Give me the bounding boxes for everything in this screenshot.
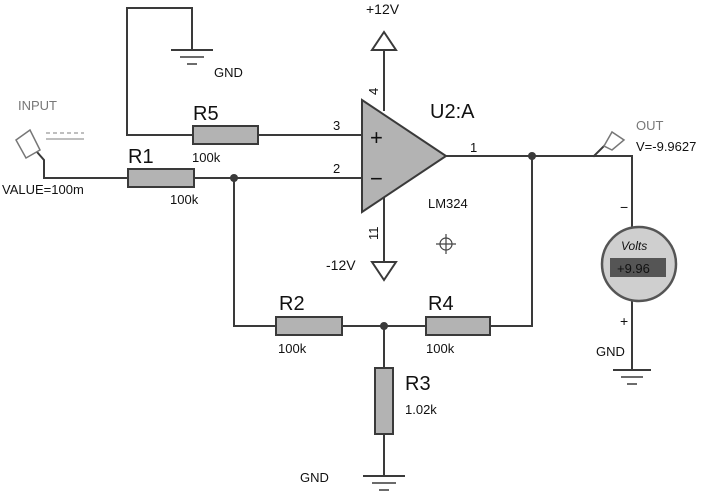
- origin-crosshair-icon: [436, 234, 456, 254]
- supply-positive-terminal[interactable]: +12V: [366, 1, 400, 51]
- voltmeter-reading: +9.96: [617, 261, 650, 276]
- wire-r5-left: [126, 7, 194, 136]
- input-value: VALUE=100m: [2, 182, 84, 197]
- wire-node-to-r2: [233, 177, 277, 327]
- supply-negative-label: -12V: [326, 257, 356, 273]
- input-title: INPUT: [18, 98, 57, 113]
- output-value: V=-9.9627: [636, 139, 696, 154]
- op-amp-plus-sign: +: [370, 125, 383, 150]
- junction-dot-output: [528, 152, 536, 160]
- ground-label-meter: GND: [596, 344, 625, 359]
- ground-icon-meter: [613, 369, 651, 385]
- pin-label-1: 1: [470, 140, 477, 155]
- ground-icon-top: [171, 49, 213, 65]
- op-amp-reference: U2:A: [430, 101, 475, 123]
- wire-r4-to-out: [489, 155, 533, 327]
- resistor-ref-r2: R2: [279, 293, 305, 315]
- resistor-body-r1: [127, 168, 195, 188]
- resistor-body-r3: [374, 367, 394, 435]
- pin-label-3: 3: [333, 118, 340, 133]
- input-terminal-icon: [15, 128, 41, 160]
- voltmeter-minus-terminal: −: [620, 199, 628, 215]
- resistor-r5[interactable]: R5 100k: [192, 103, 259, 165]
- output-probe-arrow-icon: [602, 130, 626, 151]
- op-amp-u2a[interactable]: + − U2:A LM324 3 2 1 4 11: [333, 88, 477, 254]
- output-probe[interactable]: OUT V=-9.9627: [602, 118, 696, 154]
- resistor-r4[interactable]: R4 100k: [425, 293, 491, 356]
- voltmeter-plus-terminal: +: [620, 313, 628, 329]
- ground-top: GND: [171, 49, 243, 80]
- op-amp-triangle: [361, 98, 448, 214]
- wire-out-to-probe-arrow: [592, 144, 606, 158]
- resistor-r1[interactable]: R1 100k: [127, 146, 199, 207]
- resistor-body-r2: [275, 316, 343, 336]
- resistor-value-r5: 100k: [192, 150, 221, 165]
- pin-label-11: 11: [366, 227, 381, 241]
- input-generator[interactable]: INPUT VALUE=100m: [2, 98, 84, 197]
- supply-down-arrow-icon: [370, 261, 398, 282]
- voltmeter-display: [610, 258, 666, 277]
- supply-negative-terminal[interactable]: -12V: [326, 257, 398, 282]
- op-amp-part-number: LM324: [428, 196, 468, 211]
- voltmeter-unit: Volts: [621, 239, 647, 253]
- resistor-value-r4: 100k: [426, 341, 455, 356]
- resistor-body-r5: [192, 125, 259, 145]
- supply-positive-label: +12V: [366, 1, 400, 17]
- ground-icon-bottom: [363, 475, 405, 491]
- ground-label-top: GND: [214, 65, 243, 80]
- op-amp-minus-sign: −: [370, 166, 383, 191]
- resistor-ref-r5: R5: [193, 103, 219, 125]
- ground-label-bottom: GND: [300, 470, 329, 485]
- pin-label-4: 4: [366, 88, 381, 95]
- resistor-ref-r1: R1: [128, 146, 154, 168]
- resistor-ref-r3: R3: [405, 373, 431, 395]
- wires: [35, 7, 633, 477]
- resistor-value-r2: 100k: [278, 341, 307, 356]
- resistor-body-r4: [425, 316, 491, 336]
- resistor-value-r1: 100k: [170, 192, 199, 207]
- wire-input-to-r1: [35, 150, 129, 179]
- ground-bottom: GND: [300, 470, 405, 491]
- junction-dot-inverting: [230, 174, 238, 182]
- output-title: OUT: [636, 118, 664, 133]
- supply-up-arrow-icon: [370, 30, 398, 51]
- resistor-r3[interactable]: R3 1.02k: [374, 367, 437, 435]
- junction-dot-r2-r4: [380, 322, 388, 330]
- ground-meter: GND: [596, 344, 651, 385]
- resistor-value-r3: 1.02k: [405, 402, 437, 417]
- pin-label-2: 2: [333, 161, 340, 176]
- resistor-ref-r4: R4: [428, 293, 454, 315]
- voltmeter[interactable]: Volts +9.96 − +: [600, 199, 678, 329]
- resistor-r2[interactable]: R2 100k: [275, 293, 343, 356]
